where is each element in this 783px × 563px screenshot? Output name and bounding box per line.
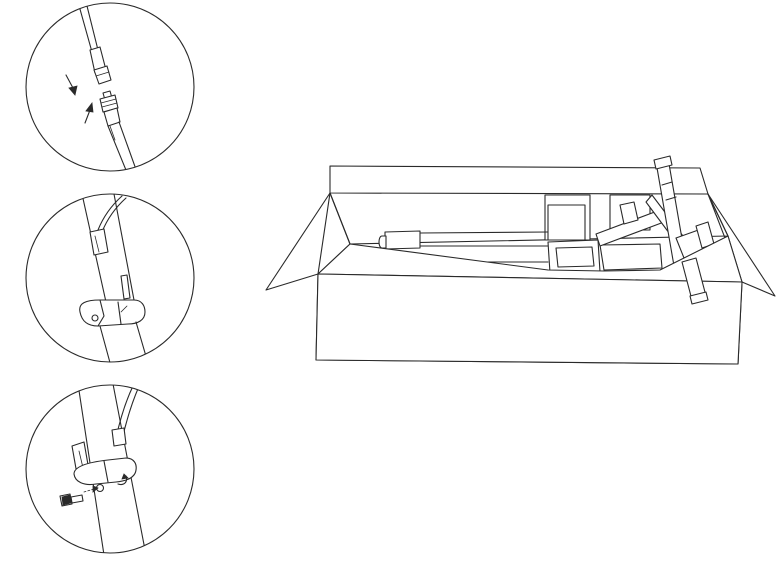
screw-icon — [59, 493, 84, 507]
lower-cable — [107, 125, 129, 171]
box-icon — [265, 165, 776, 297]
cable-clip-icon — [89, 228, 109, 256]
scooter-in-box — [265, 155, 776, 365]
arrow-right-icon — [83, 485, 99, 493]
panel-insert-stem — [25, 193, 195, 363]
stem-clamp-icon — [79, 299, 146, 327]
cable-plug-icon — [99, 90, 121, 127]
box-flap-back — [329, 165, 709, 195]
panel-3-circle — [25, 384, 195, 554]
panel-fasten-screw — [25, 384, 195, 554]
arrow-up-icon — [84, 101, 94, 124]
panel-connect-cable — [25, 2, 195, 172]
cable-connector-icon — [89, 46, 112, 85]
panel-1-circle — [25, 2, 195, 172]
stem-tube-left — [81, 194, 111, 321]
clamp-lever-icon — [71, 441, 137, 486]
upper-cable — [77, 3, 93, 53]
arrow-down-icon — [65, 74, 78, 96]
stem-tube-right — [113, 194, 135, 301]
panel-2-circle — [25, 193, 195, 363]
